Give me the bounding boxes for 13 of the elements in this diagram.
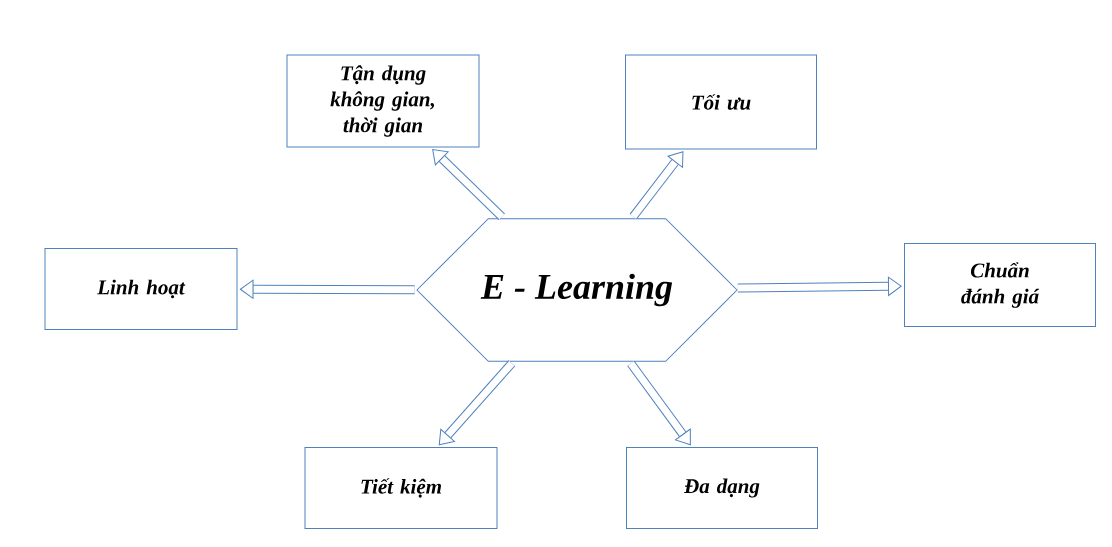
text-box: Linh hoạt	[44, 248, 238, 330]
text-box: Tối ưu	[625, 54, 817, 150]
block-arrow	[627, 360, 691, 446]
block-arrow	[239, 279, 415, 299]
text-box: Tiết kiệm	[304, 447, 498, 529]
text-box: Chuẩn đánh giá	[904, 243, 1096, 327]
block-arrow	[737, 276, 902, 296]
text-box: Tận dụng không gian, thời gian	[286, 54, 480, 148]
block-arrow	[629, 151, 684, 220]
hexagon: E - Learning	[416, 218, 738, 362]
block-arrow	[432, 149, 505, 220]
block-arrow	[438, 360, 516, 446]
text-box: Đa dạng	[626, 447, 818, 529]
